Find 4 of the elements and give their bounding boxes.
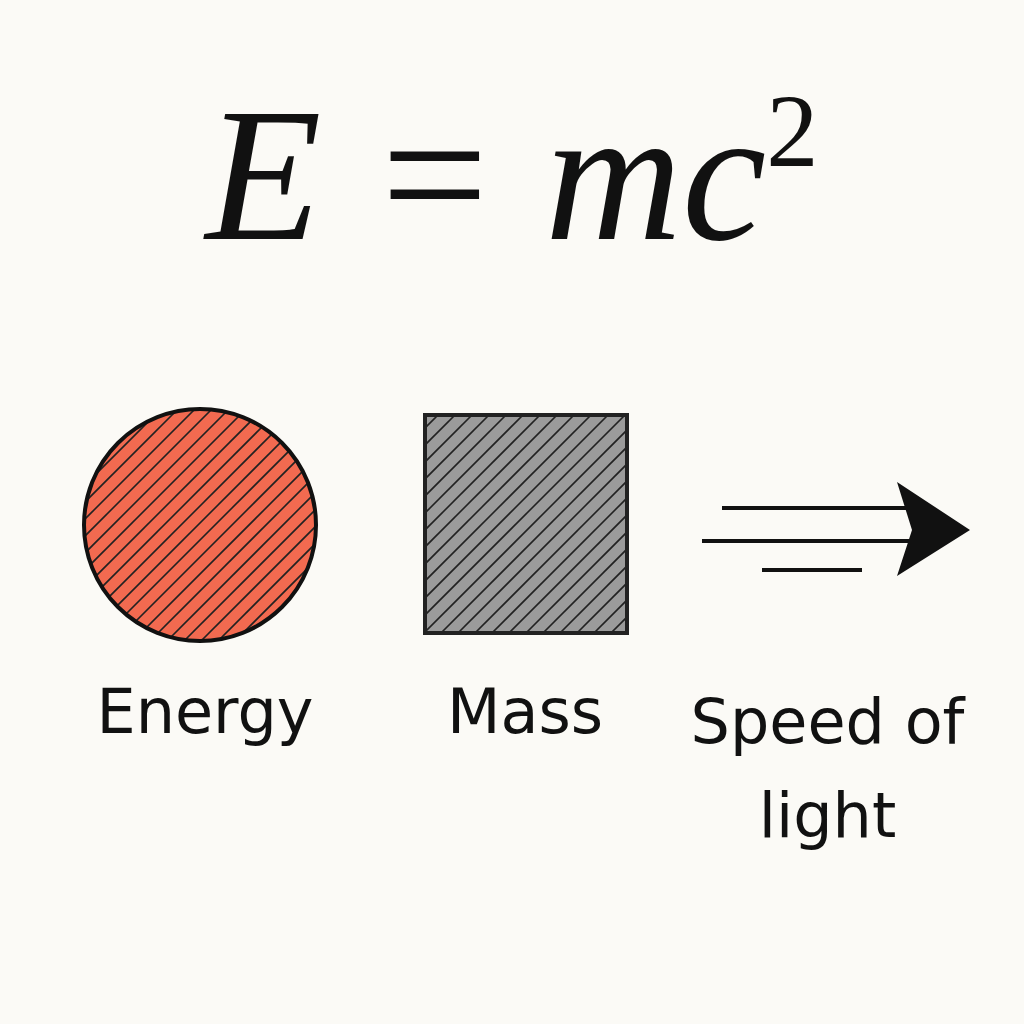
node-label: Mass (445, 674, 605, 750)
node-label: Speed of light (690, 684, 965, 854)
equation-title: E = mc$^{2}$ (202, 69, 820, 282)
node-label: Energy (95, 674, 315, 750)
